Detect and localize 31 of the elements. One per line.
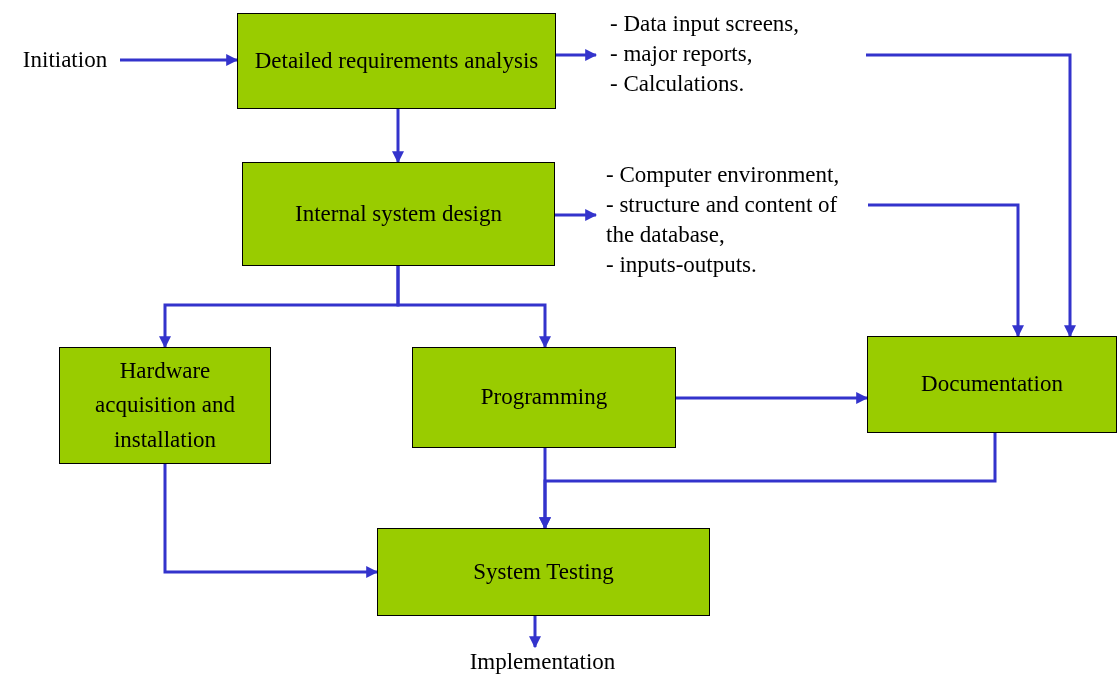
- note-text: - inputs-outputs.: [606, 250, 758, 279]
- box-label: System Testing: [473, 557, 614, 586]
- box-label: Detailed requirements analysis: [254, 46, 539, 75]
- arrow: [392, 109, 404, 164]
- arrow: [868, 203, 1024, 338]
- arrow: [120, 54, 239, 66]
- box-label: Internal system design: [295, 199, 502, 228]
- process-box: [867, 336, 1117, 433]
- arrow: [676, 392, 869, 404]
- arrow: [555, 209, 598, 221]
- box-label: Documentation: [921, 370, 1063, 399]
- arrow: [539, 433, 997, 530]
- process-box: [412, 347, 676, 448]
- arrow: [866, 53, 1076, 338]
- note-text: - major reports,: [610, 40, 754, 69]
- arrow: [556, 49, 598, 61]
- note-text: - Computer environment,: [606, 161, 841, 190]
- note-text: - structure and content of the database,: [606, 191, 839, 249]
- note-text: - Data input screens,: [610, 10, 801, 39]
- note-text: - Calculations.: [610, 69, 746, 98]
- arrow: [529, 616, 541, 649]
- arrow: [396, 266, 551, 349]
- box-label: Hardware acquisition and installation: [94, 356, 236, 454]
- box-label: Programming: [480, 383, 608, 412]
- note-text: Initiation: [22, 46, 108, 75]
- process-box: [59, 347, 271, 464]
- process-box: [237, 13, 556, 109]
- process-box: [242, 162, 555, 266]
- arrow: [163, 464, 379, 578]
- process-box: [377, 528, 710, 616]
- note-text: Implementation: [469, 648, 616, 677]
